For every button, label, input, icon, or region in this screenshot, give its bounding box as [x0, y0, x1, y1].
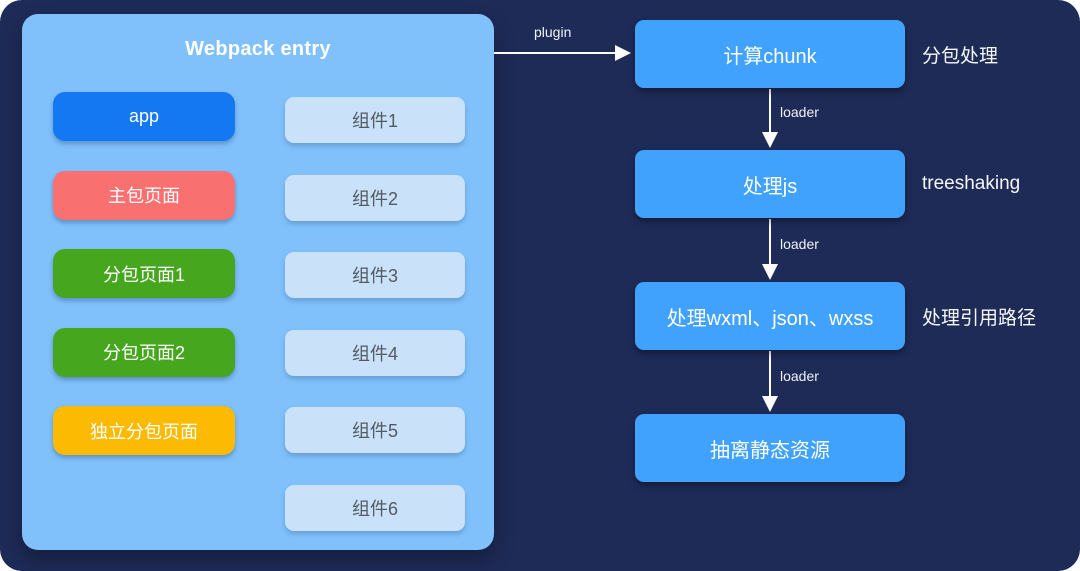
page-node-subpackage-1: 分包页面1: [53, 249, 235, 298]
flow-step-process-wxml: 处理wxml、json、wxss: [635, 282, 905, 350]
pages-column: app 主包页面 分包页面1 分包页面2 独立分包页面: [53, 92, 235, 455]
annotation-subpackage-handling: 分包处理: [922, 45, 999, 67]
flow-step-process-js: 处理js: [635, 150, 905, 218]
component-node-5: 组件5: [285, 407, 465, 454]
page-node-app: app: [53, 92, 235, 141]
annotation-treeshaking: treeshaking: [922, 173, 1021, 194]
edge-label-loader-3: loader: [780, 368, 819, 384]
page-node-subpackage-2: 分包页面2: [53, 327, 235, 377]
page-node-main-package: 主包页面: [53, 170, 235, 220]
flow-step-compute-chunk: 计算chunk: [635, 20, 905, 88]
components-column: 组件1 组件2 组件3 组件4 组件5 组件6: [285, 97, 465, 531]
edge-label-loader-2: loader: [780, 236, 819, 252]
edge-label-plugin: plugin: [534, 24, 572, 40]
panel-title: Webpack entry: [185, 38, 331, 60]
component-node-4: 组件4: [285, 329, 465, 376]
annotation-reference-paths: 处理引用路径: [922, 307, 1037, 329]
edge-label-loader-1: loader: [780, 104, 819, 120]
flow-step-extract-assets: 抽离静态资源: [635, 414, 905, 482]
component-node-6: 组件6: [285, 484, 465, 531]
component-node-3: 组件3: [285, 252, 465, 299]
component-node-2: 组件2: [285, 174, 465, 221]
webpack-entry-panel: Webpack entry app 主包页面 分包页面1 分包页面2 独立分包页…: [22, 14, 494, 550]
component-node-1: 组件1: [285, 97, 465, 143]
page-node-independent-package: 独立分包页面: [53, 406, 235, 455]
